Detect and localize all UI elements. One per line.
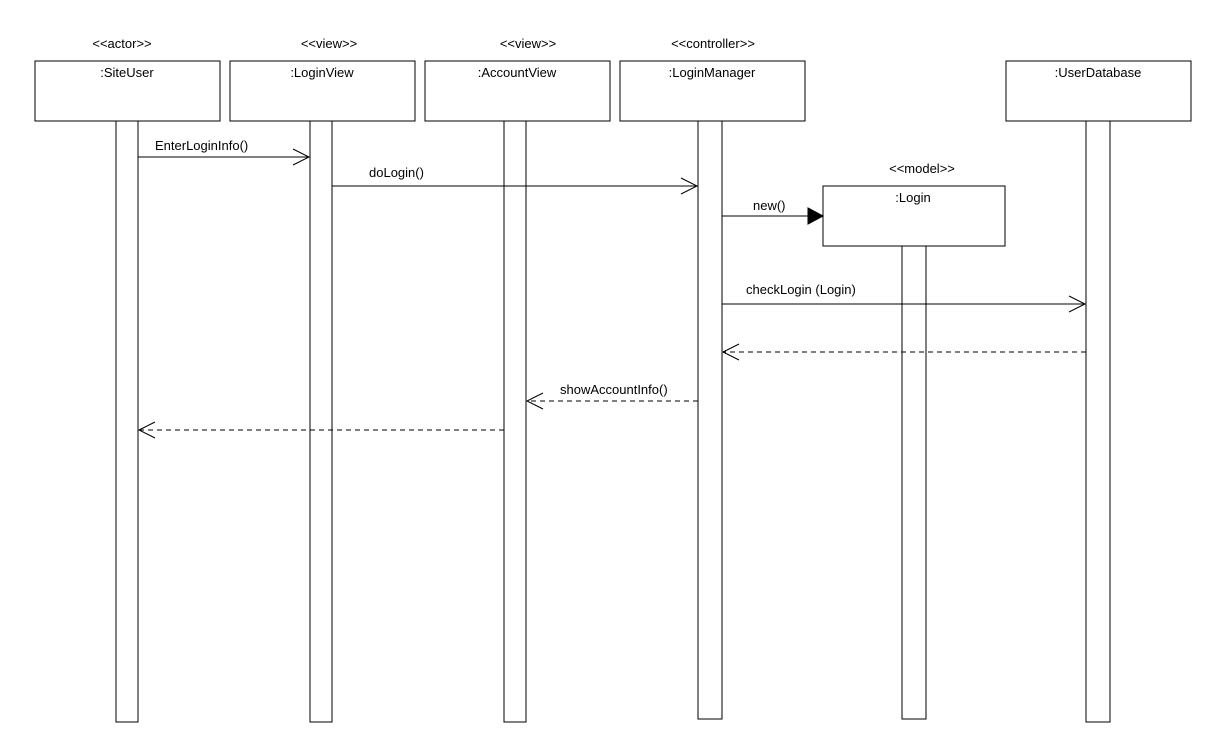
stereotype-siteuser: <<actor>>: [92, 36, 151, 51]
lifeline-loginmanager: [697, 120, 723, 720]
lifeline-login: [901, 245, 927, 720]
participant-name-userdatabase: :UserDatabase: [1055, 65, 1142, 80]
lifeline-loginview: [309, 120, 333, 723]
message-label-enterlogininfo: EnterLoginInfo(): [155, 138, 248, 153]
participant-accountview: <<view>> :AccountView: [424, 36, 611, 723]
participant-name-siteuser: :SiteUser: [100, 65, 154, 80]
open-arrowhead-icon: [292, 148, 311, 166]
participant-name-accountview: :AccountView: [478, 65, 557, 80]
message-enterlogininfo[interactable]: EnterLoginInfo(): [138, 138, 311, 166]
stereotype-accountview: <<view>>: [500, 36, 556, 51]
participant-siteuser: <<actor>> :SiteUser: [34, 36, 221, 723]
message-showaccountinfo[interactable]: showAccountInfo(): [525, 382, 698, 410]
participant-name-loginmanager: :LoginManager: [669, 65, 756, 80]
filled-arrowhead-icon: [807, 207, 825, 225]
participant-loginview: <<view>> :LoginView: [229, 36, 416, 723]
participant-name-loginview: :LoginView: [290, 65, 354, 80]
participant-box-userdatabase[interactable]: [1005, 60, 1192, 122]
participant-box-siteuser[interactable]: [34, 60, 221, 122]
lifeline-userdatabase: [1085, 120, 1111, 723]
stereotype-loginview: <<view>>: [301, 36, 357, 51]
lifeline-siteuser: [115, 120, 139, 723]
message-checklogin[interactable]: checkLogin (Login): [722, 282, 1087, 313]
message-checklogin-return[interactable]: [721, 343, 1086, 361]
message-label-checklogin: checkLogin (Login): [746, 282, 856, 297]
message-label-showaccountinfo: showAccountInfo(): [560, 382, 668, 397]
message-new[interactable]: new(): [722, 198, 825, 225]
message-accountview-return[interactable]: [137, 421, 504, 439]
open-arrowhead-icon: [525, 392, 544, 410]
participant-loginmanager: <<controller>> :LoginManager: [619, 36, 806, 720]
open-arrowhead-icon: [1068, 295, 1087, 313]
open-arrowhead-icon: [680, 177, 699, 195]
message-label-dologin: doLogin(): [369, 165, 424, 180]
participant-login: <<model>> :Login: [822, 161, 1006, 720]
participant-userdatabase: :UserDatabase: [1005, 60, 1192, 723]
stereotype-login: <<model>>: [889, 161, 955, 176]
stereotype-loginmanager: <<controller>>: [671, 36, 755, 51]
open-arrowhead-icon: [137, 421, 156, 439]
participant-box-loginmanager[interactable]: [619, 60, 806, 122]
participant-box-loginview[interactable]: [229, 60, 416, 122]
participant-name-login: :Login: [895, 190, 930, 205]
message-label-new: new(): [753, 198, 786, 213]
participant-box-accountview[interactable]: [424, 60, 611, 122]
message-dologin[interactable]: doLogin(): [332, 165, 699, 195]
lifeline-accountview: [503, 120, 527, 723]
open-arrowhead-icon: [721, 343, 740, 361]
participant-box-login[interactable]: [822, 185, 1006, 247]
